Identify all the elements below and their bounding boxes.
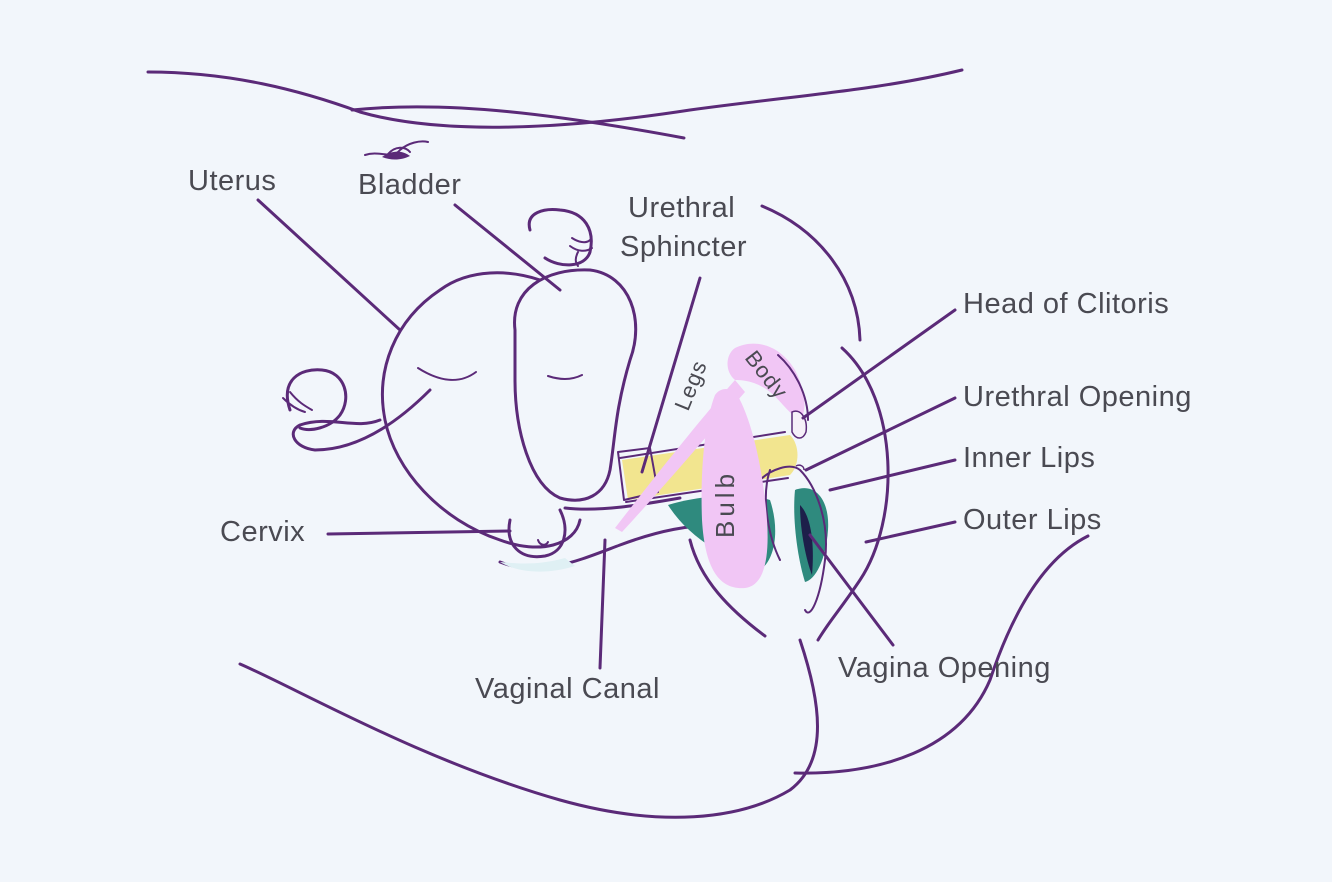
cervix-os: [537, 539, 549, 546]
vaginal-canal-leader: [598, 538, 607, 670]
uterus-bladder-link: [574, 251, 579, 267]
label-urethral-opening: Urethral Opening: [963, 381, 1192, 413]
label-inner-lips: Inner Lips: [963, 442, 1095, 474]
ovary: [285, 368, 348, 431]
vaginal-canal-shadow: [500, 558, 575, 572]
bladder-shape: [513, 268, 638, 502]
label-legs: Legs: [669, 357, 712, 414]
label-uterus: Uterus: [188, 165, 276, 197]
label-head-of-clitoris: Head of Clitoris: [963, 288, 1169, 320]
label-outer-lips: Outer Lips: [963, 504, 1102, 536]
inner-lips-outline: [759, 465, 827, 614]
label-bulb: Bulb: [710, 470, 740, 538]
label-bladder: Bladder: [358, 169, 461, 201]
thigh-right-outline: [793, 534, 1090, 775]
label-urethral-sphincter-2: Sphincter: [620, 231, 747, 263]
clitoris-legs: [615, 380, 745, 532]
clitoris-head: [791, 410, 808, 439]
uterus-fold: [417, 367, 477, 381]
outer-lips-leader: [864, 520, 957, 544]
outer-labia-outline: [760, 204, 862, 342]
urethral-opening-mark: [795, 464, 805, 471]
clitoris-bulb: [701, 388, 768, 589]
inner-lips-leader: [828, 458, 957, 492]
cervix-shape: [507, 508, 567, 559]
vagina-opening-fill: [800, 505, 813, 575]
cervix-leader: [326, 529, 512, 536]
fallopian-tube: [291, 388, 432, 452]
uterus-shape: [380, 271, 582, 549]
labia-lower-outline: [688, 538, 767, 638]
abdomen-crease: [350, 105, 686, 140]
urethral-sphincter-leader: [640, 276, 702, 474]
label-vagina-opening: Vagina Opening: [838, 652, 1051, 684]
urethral-opening-leader: [804, 396, 957, 472]
fimbriae: [282, 391, 313, 413]
label-urethral-sphincter-1: Urethral: [628, 192, 735, 224]
right-ovary: [527, 208, 593, 267]
right-ovary-fimbriae: [569, 237, 593, 252]
uterus-leader: [256, 198, 402, 332]
bladder-fold: [547, 374, 583, 380]
navel-mark: [382, 151, 410, 160]
head-of-clitoris-leader: [801, 308, 957, 420]
thigh-left-outline: [238, 638, 819, 819]
navel: [364, 140, 429, 156]
label-vaginal-canal: Vaginal Canal: [475, 673, 660, 705]
vagina-opening-leader: [808, 533, 895, 647]
outer-labia-curve: [816, 346, 890, 642]
label-cervix: Cervix: [220, 516, 305, 548]
bladder-leader: [453, 203, 562, 292]
vaginal-canal-upper: [563, 496, 682, 511]
abdomen-outline: [146, 68, 964, 129]
inner-lips-left-outline: [764, 469, 781, 561]
